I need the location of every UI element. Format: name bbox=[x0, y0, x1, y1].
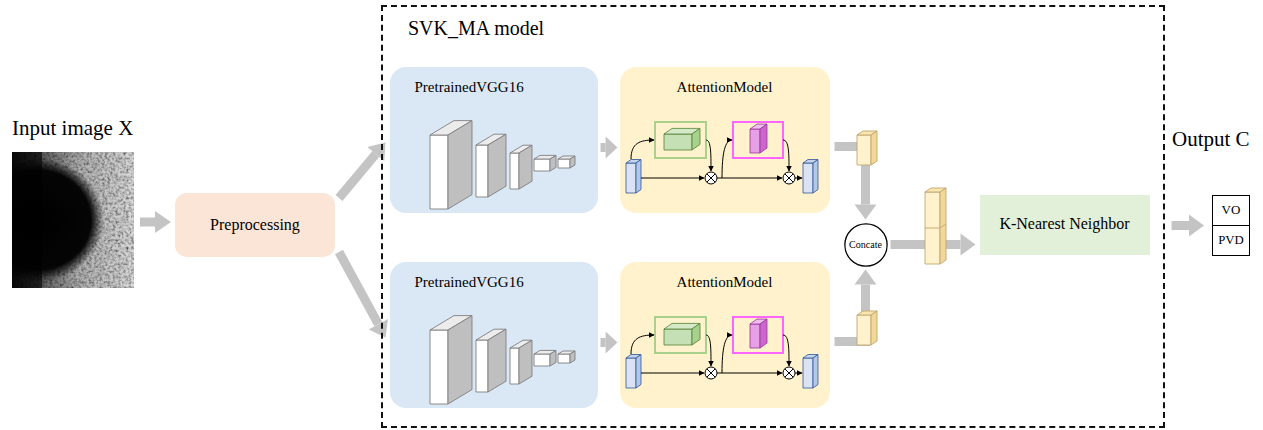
output-box: Output CVOPVD bbox=[1212, 195, 1250, 256]
arrow-shaft bbox=[339, 252, 378, 324]
classifier-box: K-Nearest Neighbor bbox=[980, 195, 1150, 255]
image-label: Input image X bbox=[12, 116, 133, 140]
flow-arrow bbox=[601, 137, 618, 159]
arrow-head bbox=[606, 137, 618, 159]
input-arrow bbox=[140, 211, 171, 233]
arrow-shaft bbox=[1172, 221, 1190, 230]
concat-circle: Concate bbox=[844, 223, 888, 267]
heading: Output C bbox=[1172, 127, 1250, 151]
class-cell: PVD bbox=[1212, 225, 1250, 256]
node-label: Preprocessing bbox=[210, 216, 300, 234]
node-label: Concate bbox=[849, 239, 882, 251]
arrow-head bbox=[961, 234, 976, 256]
feature-vector bbox=[857, 131, 877, 165]
flow-arrow bbox=[339, 142, 386, 198]
heading: PretrainedVGG16 bbox=[415, 79, 524, 96]
attention-panel: AttentionModel bbox=[620, 262, 830, 408]
node-label: AttentionModel bbox=[620, 274, 830, 291]
arrow-shaft bbox=[601, 143, 606, 152]
attention-panel: AttentionModel bbox=[620, 67, 830, 213]
process-box: Preprocessing bbox=[175, 193, 335, 257]
heading: SVK_MA model bbox=[408, 17, 544, 40]
flow-arrow bbox=[601, 332, 618, 354]
class-cell: VO bbox=[1212, 195, 1250, 226]
feature-vector bbox=[857, 311, 877, 345]
arrow-shaft bbox=[339, 154, 376, 198]
arrow-head bbox=[1189, 215, 1204, 237]
node-label: VO bbox=[1222, 203, 1241, 218]
model-frame: SVK_MA modelPretrainedVGG16AttentionMode… bbox=[381, 5, 1165, 428]
arrow-head bbox=[855, 270, 877, 285]
node-label: PVD bbox=[1218, 233, 1244, 248]
arrow-head bbox=[855, 205, 877, 220]
arrow-shaft bbox=[601, 338, 606, 347]
heading: PretrainedVGG16 bbox=[415, 274, 524, 291]
concatenated-vector bbox=[925, 188, 946, 264]
arrow-head bbox=[606, 332, 618, 354]
node-label: AttentionModel bbox=[620, 79, 830, 96]
node-label: K-Nearest Neighbor bbox=[999, 215, 1129, 233]
ultrasound-image bbox=[12, 152, 134, 288]
flow-arrow bbox=[1172, 215, 1205, 237]
network-panel: PretrainedVGG16 bbox=[390, 67, 598, 213]
network-panel: PretrainedVGG16 bbox=[390, 262, 598, 408]
arrow-head bbox=[369, 319, 388, 337]
